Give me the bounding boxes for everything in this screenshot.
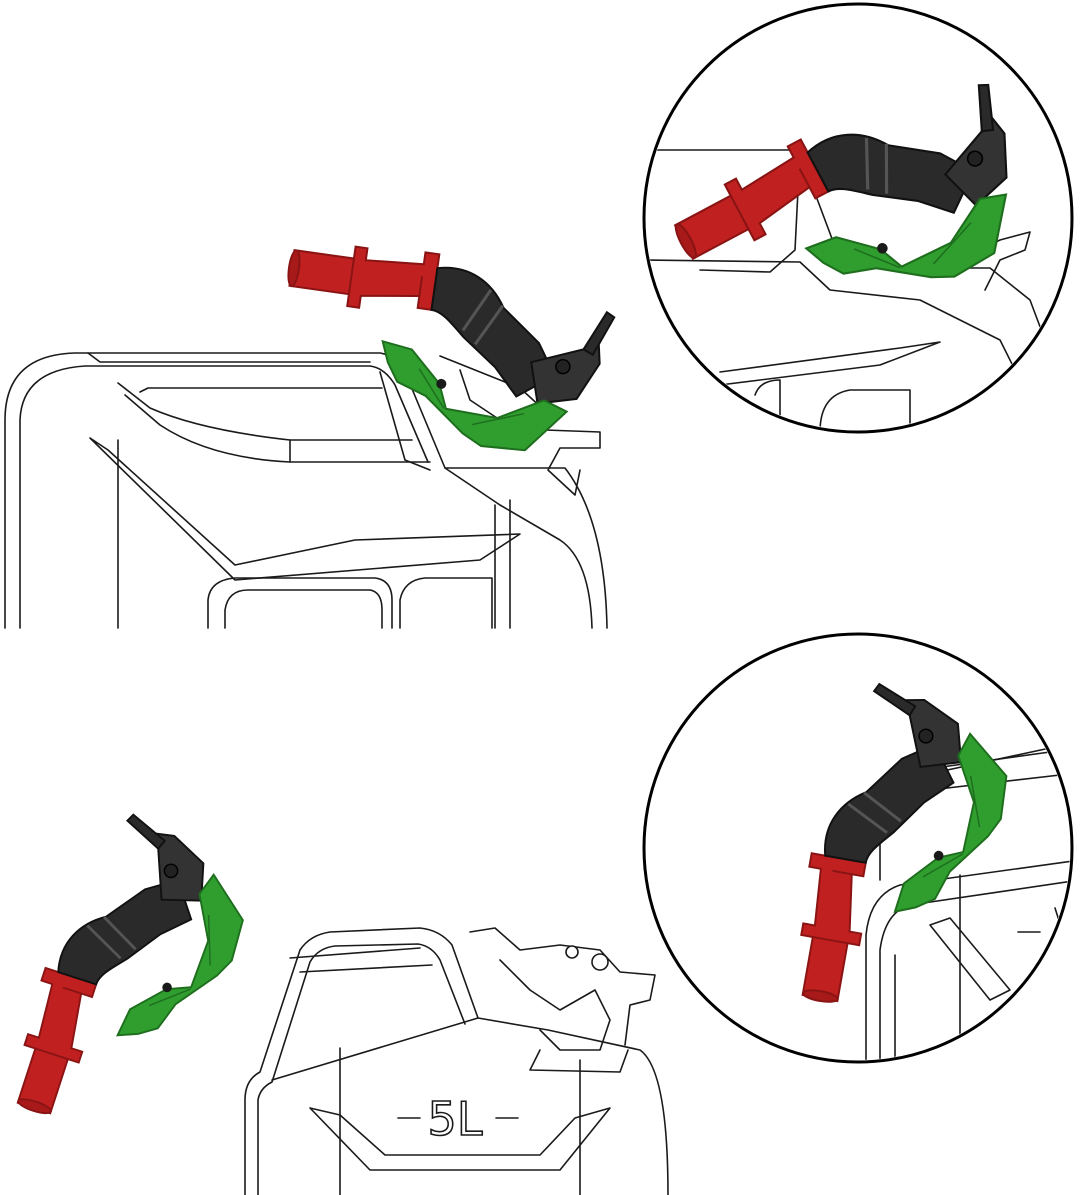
- canister-volume-label: 5L: [428, 1092, 483, 1146]
- bottom-canister-view: 5L: [0, 802, 669, 1195]
- top-zoom-detail: [642, 2, 1074, 434]
- top-canister-outline: [4, 352, 608, 629]
- bottom-zoom-detail: [642, 632, 1074, 1064]
- top-canister-view: [4, 232, 622, 629]
- bottom-canister-outline: 5L: [244, 927, 669, 1195]
